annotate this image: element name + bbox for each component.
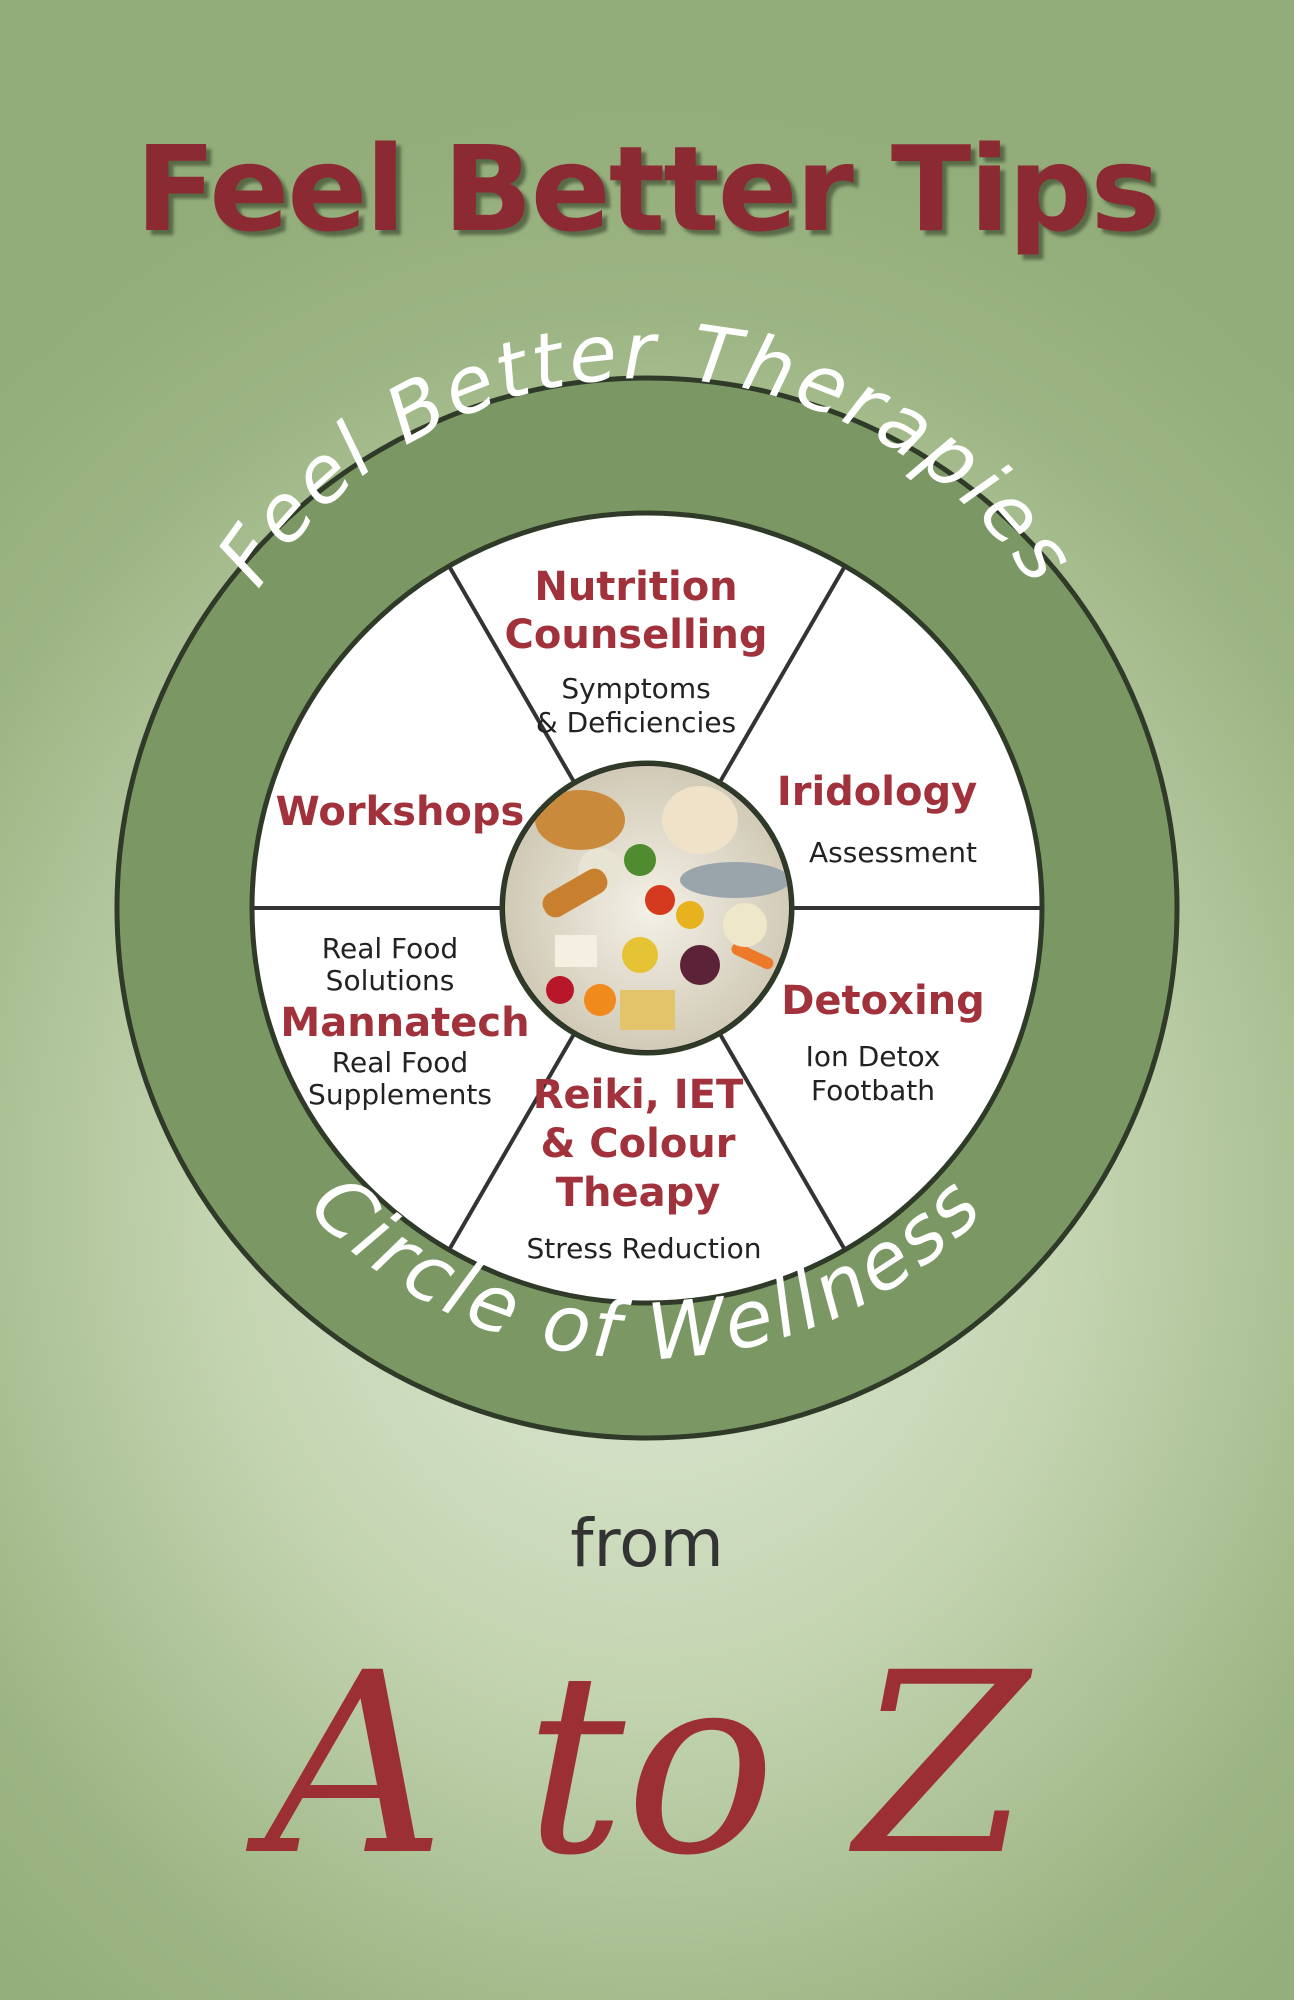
segment-subtitle: Real Food <box>332 1046 468 1079</box>
segment-detoxing: Detoxing Ion Detox Footbath <box>781 978 985 1107</box>
segment-mannatech: Real Food Solutions Mannatech Real Food … <box>280 932 529 1111</box>
segment-title: Mannatech <box>280 1000 529 1046</box>
segment-subtitle: Solutions <box>326 964 455 997</box>
segment-subtitle: Supplements <box>308 1078 492 1111</box>
segment-nutrition-counselling: Nutrition Counselling Symptoms & Deficie… <box>505 564 768 739</box>
segment-title: Counselling <box>505 612 768 658</box>
segment-subtitle: Real Food <box>322 932 458 965</box>
segment-title: Workshops <box>276 789 525 835</box>
segment-title: Detoxing <box>781 978 985 1024</box>
segment-title: Theapy <box>556 1170 721 1216</box>
segment-title: Reiki, IET <box>533 1072 744 1118</box>
segment-subtitle: Symptoms <box>561 672 710 705</box>
segment-title: Nutrition <box>534 564 737 610</box>
segment-iridology: Iridology Assessment <box>777 769 977 869</box>
segment-workshops: Workshops <box>276 789 525 835</box>
segment-subtitle: Assessment <box>809 836 977 869</box>
a-to-z-heading: A to Z <box>264 1619 1030 1910</box>
segment-title: & Colour <box>540 1121 735 1167</box>
from-label: from <box>570 1505 724 1582</box>
segment-reiki-iet-colour: Reiki, IET & Colour Theapy Stress Reduct… <box>527 1072 762 1265</box>
segment-subtitle: Footbath <box>811 1074 935 1107</box>
segment-title: Iridology <box>777 769 977 815</box>
cover-title: Feel Better Tips <box>135 120 1160 258</box>
segment-subtitle: Ion Detox <box>806 1040 941 1073</box>
segment-subtitle: & Deficiencies <box>536 706 736 739</box>
segment-subtitle: Stress Reduction <box>527 1232 762 1265</box>
center-food-image <box>499 760 795 1056</box>
